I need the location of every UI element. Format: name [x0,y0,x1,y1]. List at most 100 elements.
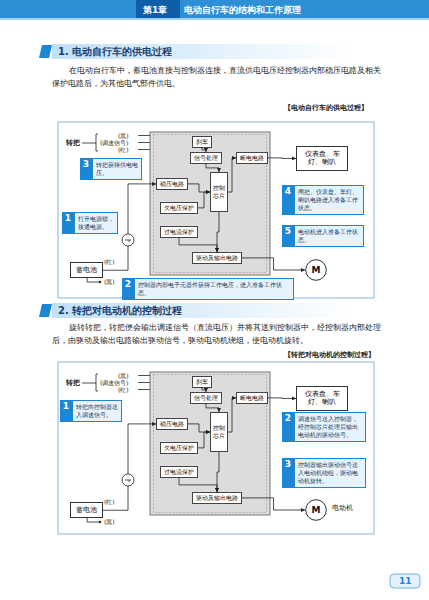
node-text: 稳压电路 [160,420,184,428]
section-heading: 1. 电动自行车的供电过程 [58,45,172,59]
node-text: 刹车 [196,378,208,386]
callout-number: 1 [60,400,72,422]
circuit-block: 过电流保护 [160,466,198,478]
section-heading: 2. 转把对电动机的控制过程 [58,304,182,318]
callout-number: 4 [282,185,294,215]
wire-color: (黑) [118,132,129,139]
callout-number: 3 [80,158,92,180]
signal-name: (调速信号) [100,139,129,146]
wire-color: (红) [104,258,115,265]
node-text: 控制芯片 [213,424,225,440]
signal-wire [198,432,210,448]
diagram-frame [58,362,374,534]
node-text: 欠电压保护 [164,444,194,452]
signal-wire [179,478,217,492]
node-text: 过电流保护 [164,468,194,476]
page-number: 11 [399,576,412,586]
motor-symbol: M [305,259,327,281]
signal-name: (调速信号) [100,379,129,386]
signal-wire [198,192,210,208]
node-text: 刹车 [196,138,208,146]
wire-color: (红) [118,386,129,393]
callout-number: 2 [122,278,134,300]
callout-text: 电动机进入准备工作状态。 [294,225,364,247]
node-text: 断电电路 [240,394,264,402]
circuit-block: 欠电压保护 [160,202,198,214]
callout-text: 调速信号送入控制器，经控制芯片处理后输出电动机的驱动信号。 [294,412,366,442]
signal-wire [268,397,296,399]
node-text: 蓄电池 [76,506,97,514]
diagram-art [82,132,270,283]
callout: 3控制器输出驱动信号送入电动机绕组，驱动电动机旋转。 [282,458,366,488]
callout: 1转把向控制器送入调速信号。 [60,400,122,422]
signal-wire [188,184,210,192]
circuit-block: 刹车 [192,376,212,388]
header-band [0,0,429,18]
node-text: 过电流保护 [164,228,194,236]
circuit-block: 刹车 [192,136,212,148]
diagram-frame [58,122,374,298]
callout-number: 3 [282,458,294,488]
callout: 2控制器内部电子元器件获得工作电压，进入准备工作状态。 [122,278,294,300]
power-lock-symbol [122,234,134,246]
figure-tag: 【电动自行车的供电过程】 [284,104,368,112]
node-text: 断电电路 [240,154,264,162]
node-text: 信号处理 [194,394,218,402]
chip-block: 控制芯片 [210,172,228,212]
circuit-block: 驱动及输出电路 [192,492,242,504]
signal-wire [228,398,236,432]
load-box: 仪表盘、车灯、喇叭 [296,146,348,171]
wire-color: (红) [118,146,129,153]
node-text: 稳压电路 [160,180,184,188]
chapter-title: 电动自行车的结构和工作原理 [184,4,301,17]
node-text: 控制芯片 [213,184,225,200]
node-text: 驱动及输出电路 [196,494,238,502]
circuit-block: 稳压电路 [156,178,188,190]
wire-color: (黑) [104,278,115,285]
signal-wire [188,424,210,432]
power-lock-symbol [122,474,134,486]
node-text: 信号处理 [194,154,218,162]
chapter-number: 第1章 [143,4,167,17]
node-text: 蓄电池 [76,266,97,274]
node-text: 欠电压保护 [164,204,194,212]
node-text: 仪表盘、车灯、喇叭 [302,390,342,407]
callout-text: 控制器内部电子元器件获得工作电压，进入准备工作状态。 [134,278,294,300]
part-name: 转把 [66,139,80,147]
diagram-art [82,372,270,523]
circuit-block: 欠电压保护 [160,442,198,454]
callout: 4闸把、仪表盘、车灯、喇叭电路进入准备工作状态。 [282,185,364,215]
callout-text: 打开电源锁，接通电源。 [74,212,118,234]
section-icon [39,304,52,317]
callout-number: 5 [282,225,294,247]
node-text: M [312,265,321,275]
signal-wire [217,212,219,252]
paragraph: 旋转转把，转把便会输出调速信号（直流电压）并将其送到控制器中，经控制器内部处理后… [52,321,388,348]
signal-wire [179,238,217,252]
callout-text: 闸把、仪表盘、车灯、喇叭电路进入准备工作状态。 [294,185,364,215]
callout: 1打开电源锁，接通电源。 [62,212,118,234]
paragraph: 在电动自行车中，蓄电池直接与控制器连接，直流供电电压经控制器内部稳压电路及相关保… [52,64,388,91]
part-name: 转把 [66,379,80,387]
page-number-badge [390,574,420,588]
callout: 5电动机进入准备工作状态。 [282,225,364,247]
callout-number: 2 [282,412,294,442]
circuit-block: 信号处理 [190,152,222,164]
callout: 3转把获得供电电压。 [80,158,142,180]
motor-symbol: M [305,499,327,521]
wire-color: (红) [104,498,115,505]
header-rule [0,18,429,20]
battery-box: 蓄电池 [70,262,103,278]
part-name: 电动机 [332,505,353,513]
callout-text: 转把获得供电电压。 [92,158,142,180]
wire-color: (黑) [104,518,115,525]
load-box: 仪表盘、车灯、喇叭 [296,386,348,411]
chip-block: 控制芯片 [210,412,228,452]
signal-wire [206,164,219,172]
node-text: M [312,505,321,515]
circuit-block: 过电流保护 [160,226,198,238]
node-text: 仪表盘、车灯、喇叭 [302,150,342,167]
signal-wire [206,404,219,412]
section-band [52,303,352,318]
